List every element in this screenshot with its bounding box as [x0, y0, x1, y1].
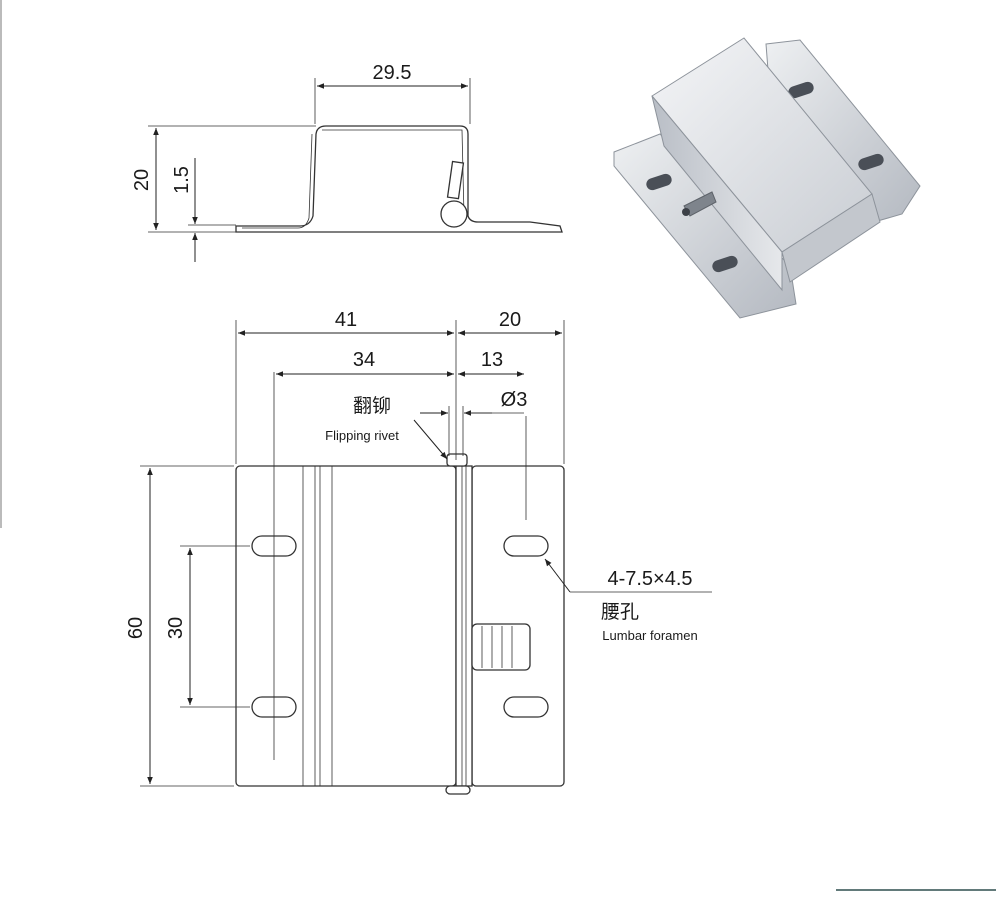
front-hinge-strip: [455, 465, 473, 787]
side-rivet-stem: [446, 160, 465, 200]
dim-hole-right: 13: [481, 349, 503, 371]
photo-slot-hole: [788, 81, 814, 99]
slot-label-en: Lumbar foramen: [602, 628, 697, 643]
front-latch-bolt: [471, 623, 531, 671]
slot-leader: [544, 558, 571, 593]
dim-pin: Ø3: [501, 389, 528, 411]
dim-total-left: 41: [335, 309, 357, 331]
front-rivet-bottom: [445, 785, 471, 795]
rivet-label-en: Flipping rivet: [325, 428, 399, 443]
side-rivet-head: [440, 200, 468, 228]
dim-hole-spacing: 30: [165, 617, 187, 639]
dim-height: 20: [131, 169, 153, 191]
side-profile: [235, 125, 563, 233]
side-profile-inner: [242, 133, 313, 229]
dim-hole-left: 34: [353, 349, 375, 371]
dim-thickness: 1.5: [171, 166, 193, 194]
rivet-leader: [413, 419, 448, 460]
photo-pin-tip: [682, 208, 690, 216]
dim-total-right: 20: [499, 309, 521, 331]
dim-height: 60: [125, 617, 147, 639]
product-photo: [613, 37, 921, 319]
side-profile-inner-top: [322, 129, 465, 217]
photo-channel-edge: [781, 193, 881, 283]
dim-width: 29.5: [373, 62, 412, 84]
side-view: 29.5 20 1.5: [131, 62, 563, 262]
front-left-plate: [235, 465, 457, 787]
front-rivet-top: [446, 453, 468, 467]
photo-slot-hole: [712, 255, 738, 273]
photo-channel-side: [651, 95, 783, 292]
rivet-label-cn: 翻铆: [353, 395, 391, 417]
annotations: 翻铆 Flipping rivet 4-7.5×4.5 腰孔 Lumbar fo…: [325, 395, 712, 643]
slot-label-cn: 腰孔: [601, 601, 639, 623]
slot-hole: [503, 696, 549, 718]
slot-spec: 4-7.5×4.5: [607, 568, 692, 590]
photo-slot-hole: [858, 153, 884, 171]
slot-hole: [503, 535, 549, 557]
front-view: 41 20 34 13 Ø3 60 30: [125, 309, 565, 795]
photo-slot-hole: [646, 173, 672, 191]
